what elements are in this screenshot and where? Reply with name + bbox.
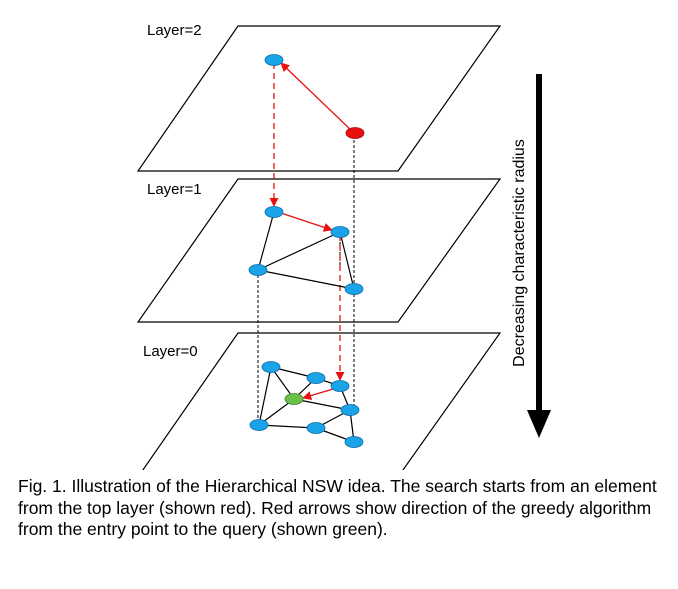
layer-0-label: Layer=0: [143, 343, 198, 360]
layer-0-node: [306, 422, 326, 434]
hnsw-diagram: Layer=2 Layer=1 Layer=0: [136, 22, 551, 470]
layer-1-edges: [257, 211, 355, 290]
entry-point-node: [345, 127, 365, 139]
layer-1-node: [344, 283, 364, 295]
layer-2-node: [264, 54, 284, 66]
figure-caption: Fig. 1. Illustration of the Hierarchical…: [18, 476, 657, 539]
layer-1-node: [264, 206, 284, 218]
greedy-arrows: [280, 62, 353, 401]
layer-0-node: [344, 436, 364, 448]
layer-0-node: [306, 372, 326, 384]
layer-1-node: [248, 264, 268, 276]
layer-0-node: [340, 404, 360, 416]
descent-arrows: [269, 63, 345, 381]
radius-axis-label: Decreasing characteristic radius: [511, 139, 528, 367]
layer-2-label: Layer=2: [147, 22, 202, 39]
layer-1-node: [330, 226, 350, 238]
layer-1-label: Layer=1: [147, 181, 202, 198]
radius-arrow: [527, 74, 551, 438]
layer-0-node: [330, 380, 350, 392]
layer-0-node: [261, 361, 281, 373]
layer-1-plane: [136, 178, 502, 323]
query-node: [284, 393, 304, 405]
layer-0-node: [249, 419, 269, 431]
layer-0-plane: [142, 332, 502, 470]
